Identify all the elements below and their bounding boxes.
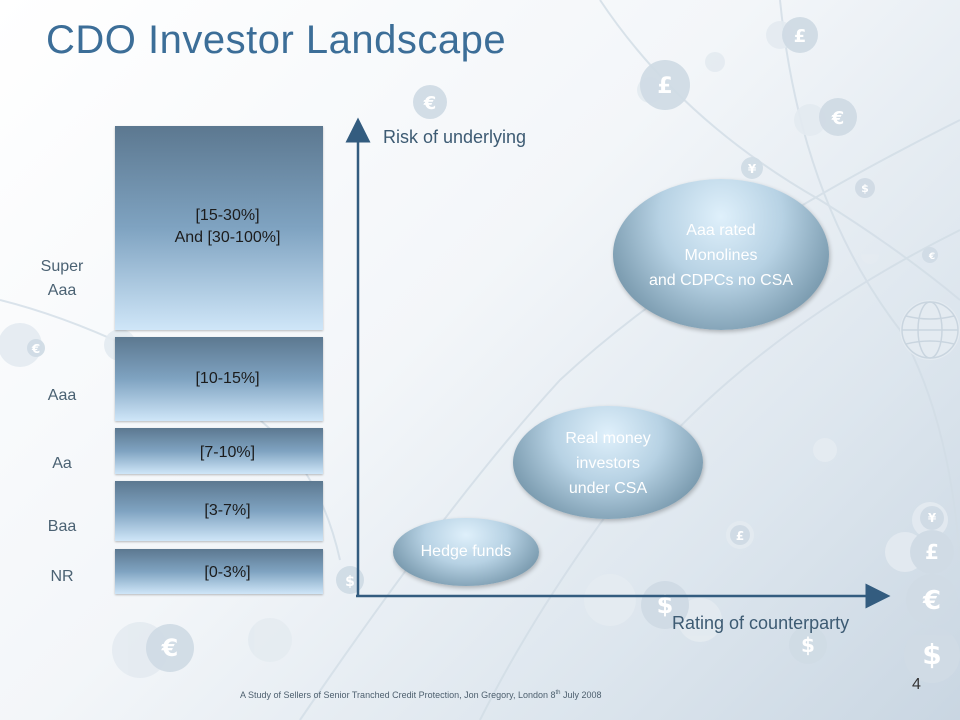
svg-text:$: $ bbox=[657, 591, 674, 619]
real-money-line-3: under CSA bbox=[568, 480, 648, 497]
real-money-line-2: investors bbox=[575, 455, 641, 472]
tranche-mezzanine-upper bbox=[115, 428, 323, 474]
svg-text:£: £ bbox=[657, 74, 672, 99]
svg-text:$: $ bbox=[861, 182, 869, 195]
investor-label-monolines: Aaa rated Monolines and CDPCs no CSA bbox=[613, 218, 829, 293]
tranche-super-senior-range: [15-30%] bbox=[195, 207, 260, 224]
svg-text:$: $ bbox=[922, 638, 941, 671]
investor-oval-hedge-funds bbox=[393, 518, 539, 586]
slide-title: CDO Investor Landscape bbox=[46, 18, 507, 62]
svg-text:€: € bbox=[31, 342, 40, 356]
rating-aaa: Aaa bbox=[47, 387, 77, 404]
footnote-date: July 2008 bbox=[560, 690, 602, 700]
investor-oval-monolines bbox=[613, 179, 829, 330]
real-money-line-1: Real money bbox=[565, 430, 651, 447]
page-number: 4 bbox=[912, 676, 921, 693]
tranche-mezzanine-lower-label: [3-7%] bbox=[204, 502, 251, 519]
rating-super-aaa: Super Aaa bbox=[30, 255, 94, 303]
investor-label-real-money: Real money investors under CSA bbox=[513, 426, 703, 501]
rating-aa: Aa bbox=[52, 455, 72, 472]
monolines-line-2: Monolines bbox=[684, 247, 758, 264]
tranche-super-senior bbox=[115, 126, 323, 330]
investor-oval-real-money bbox=[513, 406, 703, 519]
rating-super-aaa-word: Aaa bbox=[47, 282, 77, 299]
svg-text:$: $ bbox=[801, 633, 815, 657]
svg-text:€: € bbox=[928, 252, 935, 262]
footnote: A Study of Sellers of Senior Tranched Cr… bbox=[240, 690, 602, 700]
tranche-super-senior-range-2: And [30-100%] bbox=[174, 229, 281, 246]
y-axis-label: Risk of underlying bbox=[383, 127, 527, 147]
x-axis-label: Rating of counterparty bbox=[672, 613, 850, 633]
svg-text:£: £ bbox=[925, 540, 939, 564]
tranche-equity bbox=[115, 549, 323, 594]
svg-text:$: $ bbox=[345, 574, 355, 590]
tranche-senior-label: [10-15%] bbox=[195, 370, 260, 387]
footnote-text: A Study of Sellers of Senior Tranched Cr… bbox=[240, 690, 556, 700]
rating-baa: Baa bbox=[47, 518, 77, 535]
monolines-line-3: and CDPCs no CSA bbox=[648, 272, 794, 289]
svg-text:€: € bbox=[423, 93, 437, 114]
svg-text:£: £ bbox=[794, 26, 807, 47]
tranche-mezzanine-lower bbox=[115, 481, 323, 541]
svg-text:¥: ¥ bbox=[748, 162, 757, 176]
svg-text:€: € bbox=[161, 634, 179, 662]
rating-nr: NR bbox=[50, 568, 74, 585]
investor-label-hedge-funds: Hedge funds bbox=[420, 543, 512, 560]
footnote-superscript: th bbox=[555, 690, 561, 696]
rating-super-word: Super bbox=[40, 258, 84, 275]
svg-text:¥: ¥ bbox=[928, 511, 937, 525]
tranche-super-senior-label: [15-30%] And [30-100%] bbox=[115, 205, 340, 249]
tranche-mezzanine-upper-label: [7-10%] bbox=[199, 444, 256, 461]
svg-text:€: € bbox=[922, 586, 941, 616]
svg-text:€: € bbox=[831, 108, 845, 129]
tranche-equity-label: [0-3%] bbox=[204, 564, 251, 581]
tranche-senior bbox=[115, 337, 323, 421]
svg-text:£: £ bbox=[736, 529, 744, 543]
monolines-line-1: Aaa rated bbox=[686, 222, 756, 239]
